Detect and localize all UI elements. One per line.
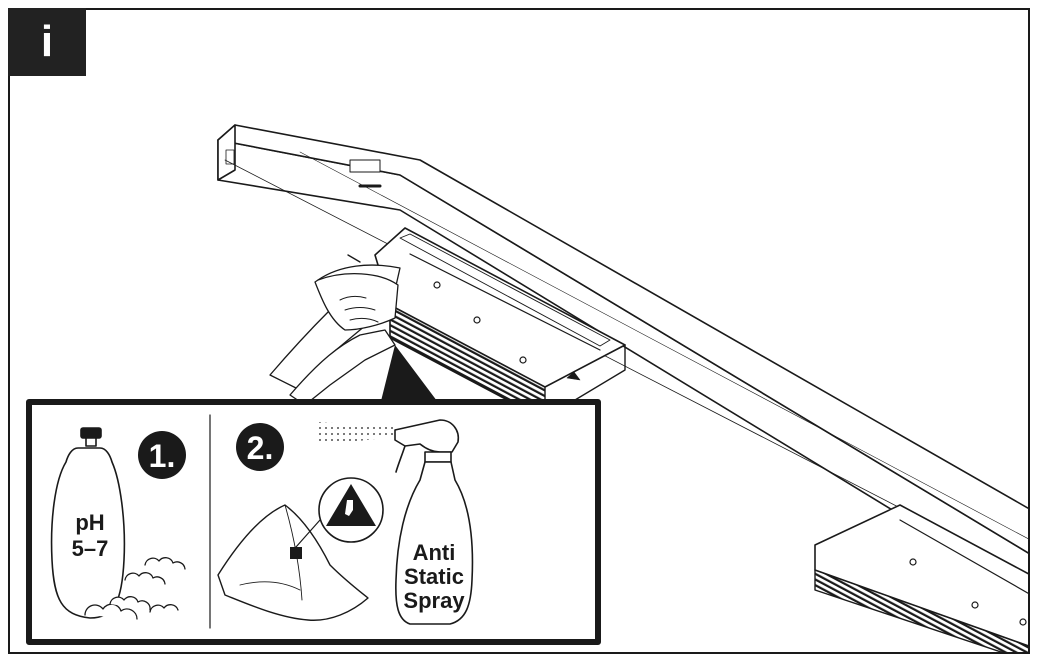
light-module-2 [814, 504, 1028, 652]
callout-pointer [380, 345, 440, 405]
hands-wiping-icon [269, 264, 401, 406]
detergent-bottle-icon [50, 427, 126, 619]
spray-label-anti: Anti [413, 540, 456, 565]
light-rail [217, 124, 1028, 594]
step-1-number: 1. [149, 438, 176, 474]
cloth-icon [217, 504, 369, 621]
step-2-badge [236, 423, 284, 471]
bottle-label-range: 5–7 [72, 536, 109, 561]
cleaning-instructions-panel [26, 399, 601, 645]
step-1 [50, 427, 186, 620]
spray-mist [318, 422, 395, 445]
info-icon: i [8, 8, 86, 76]
soap-foam-icon [84, 557, 186, 620]
bottle-label-ph: pH [75, 510, 104, 535]
step-2-number: 2. [247, 430, 274, 466]
step-2 [217, 419, 474, 625]
step-1-badge [138, 431, 186, 479]
spray-label-spray: Spray [403, 588, 465, 613]
spray-bottle-icon [394, 419, 474, 625]
esd-warning-icon [318, 477, 384, 543]
spray-label-static: Static [404, 564, 464, 589]
info-badge-label: i [40, 17, 54, 66]
